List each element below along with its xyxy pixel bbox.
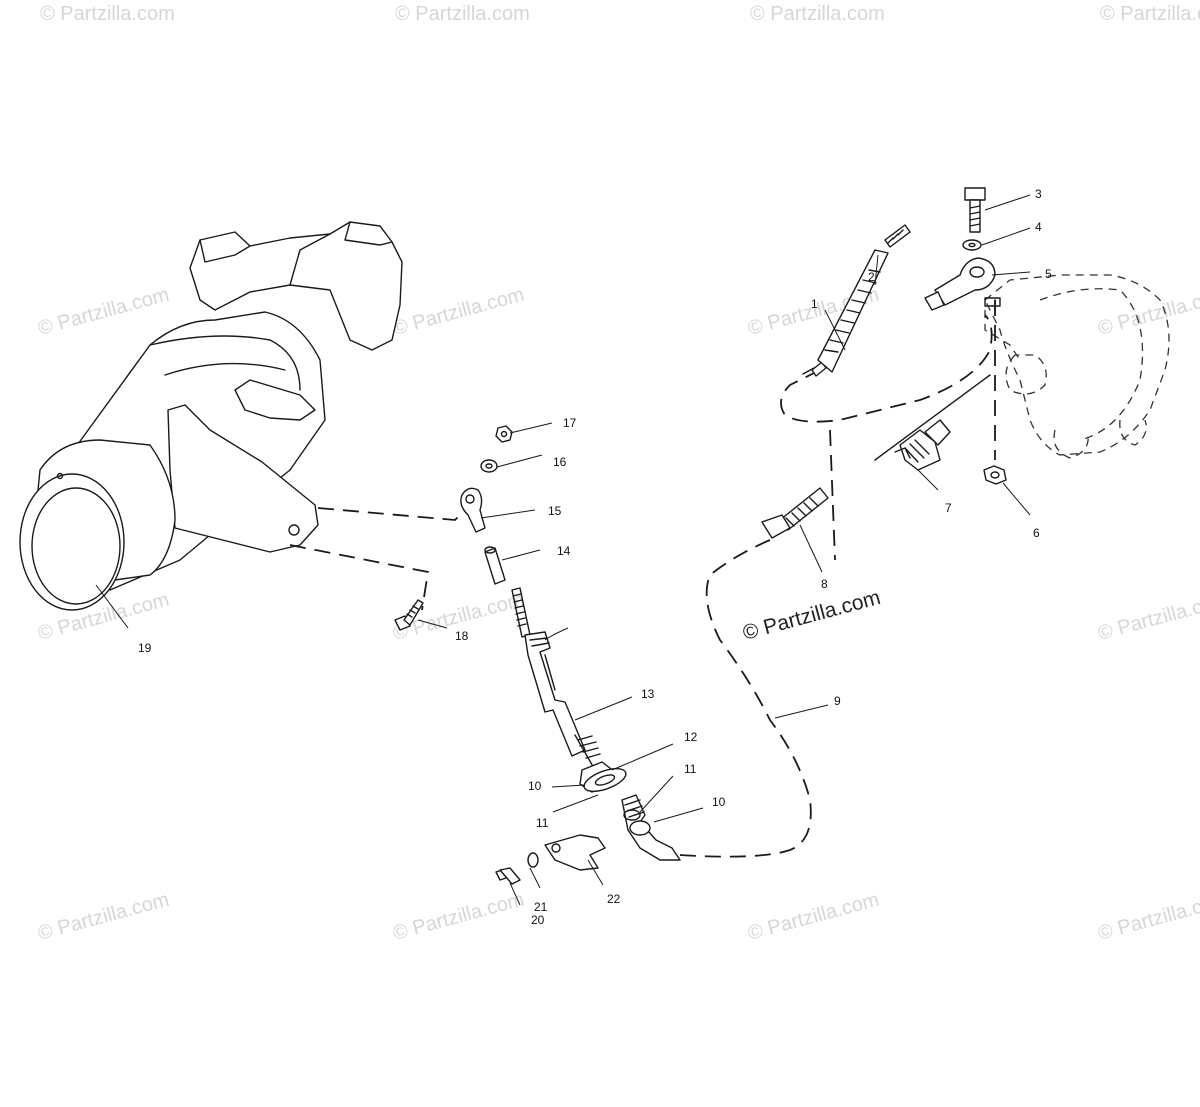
rod-end-15: [460, 487, 486, 533]
watermark: © Partzilla.com: [391, 889, 527, 945]
watermark: © Partzilla.com: [1100, 3, 1200, 25]
watermark: © Partzilla.com: [40, 3, 175, 25]
watermark-main: © Partzilla.com: [740, 586, 883, 645]
callout-11a: 11: [536, 816, 549, 830]
callout-12: 12: [684, 730, 698, 744]
callout-18: 18: [455, 629, 469, 643]
nut-6: [983, 465, 1007, 485]
washer-11a: [583, 767, 627, 793]
engine-mount-reference-dashed: [984, 274, 1170, 459]
callout-5: 5: [1045, 267, 1052, 281]
washer-21: [527, 852, 539, 868]
washer-4: [962, 239, 982, 251]
callout-2: 2: [868, 270, 875, 284]
callout-17: 17: [563, 416, 577, 430]
callout-7: 7: [945, 501, 952, 515]
callout-8: 8: [821, 577, 828, 591]
callout-9: 9: [834, 694, 841, 708]
nut-17: [495, 425, 513, 443]
leader-lines: [417, 194, 1031, 906]
mount-hardware: [495, 834, 606, 885]
watermark: © Partzilla.com: [36, 284, 172, 340]
bolt-20: [495, 867, 521, 885]
callout-21: 21: [534, 900, 548, 914]
callout-4: 4: [1035, 220, 1042, 234]
watermark: © Partzilla.com: [1096, 589, 1200, 645]
watermark: © Partzilla.com: [1096, 284, 1200, 340]
watermark: © Partzilla.com: [1096, 889, 1200, 945]
callout-10b: 10: [712, 795, 726, 809]
watermark: © Partzilla.com: [36, 889, 172, 945]
stud-2: [884, 224, 911, 248]
cable-assembly: [460, 425, 681, 861]
watermark: © Partzilla.com: [750, 3, 885, 25]
sleeve-14: [484, 547, 506, 585]
callout-14: 14: [557, 544, 571, 558]
adjuster-7: [899, 429, 941, 471]
washer-16: [480, 459, 498, 473]
watermark: © Partzilla.com: [391, 284, 527, 340]
callout-16: 16: [553, 455, 567, 469]
callout-10a: 10: [528, 779, 542, 793]
rod-end-5: [934, 257, 996, 306]
bolt-18: [394, 599, 424, 631]
callout-20: 20: [531, 913, 545, 927]
callout-3: 3: [1035, 187, 1042, 201]
bolt-3: [964, 187, 986, 201]
callout-22: 22: [607, 892, 621, 906]
callout-labels: 3 4 5 2 1 6 7 8 9 17 16 15 14 18 19 13 1…: [138, 187, 1052, 927]
callout-15: 15: [548, 504, 562, 518]
callout-19: 19: [138, 641, 152, 655]
callout-6: 6: [1033, 526, 1040, 540]
watermark: © Partzilla.com: [746, 889, 882, 945]
bracket-22: [544, 834, 606, 871]
nut-10b: [629, 820, 651, 836]
callout-13: 13: [641, 687, 655, 701]
cable-routing-dashed: [289, 300, 996, 858]
steering-housing-part-19: [19, 221, 403, 629]
cable-13: [524, 631, 586, 757]
callout-1: 1: [811, 297, 818, 311]
callout-11b: 11: [684, 762, 697, 776]
right-cable-assembly: [761, 187, 1007, 539]
watermark: © Partzilla.com: [395, 3, 530, 25]
